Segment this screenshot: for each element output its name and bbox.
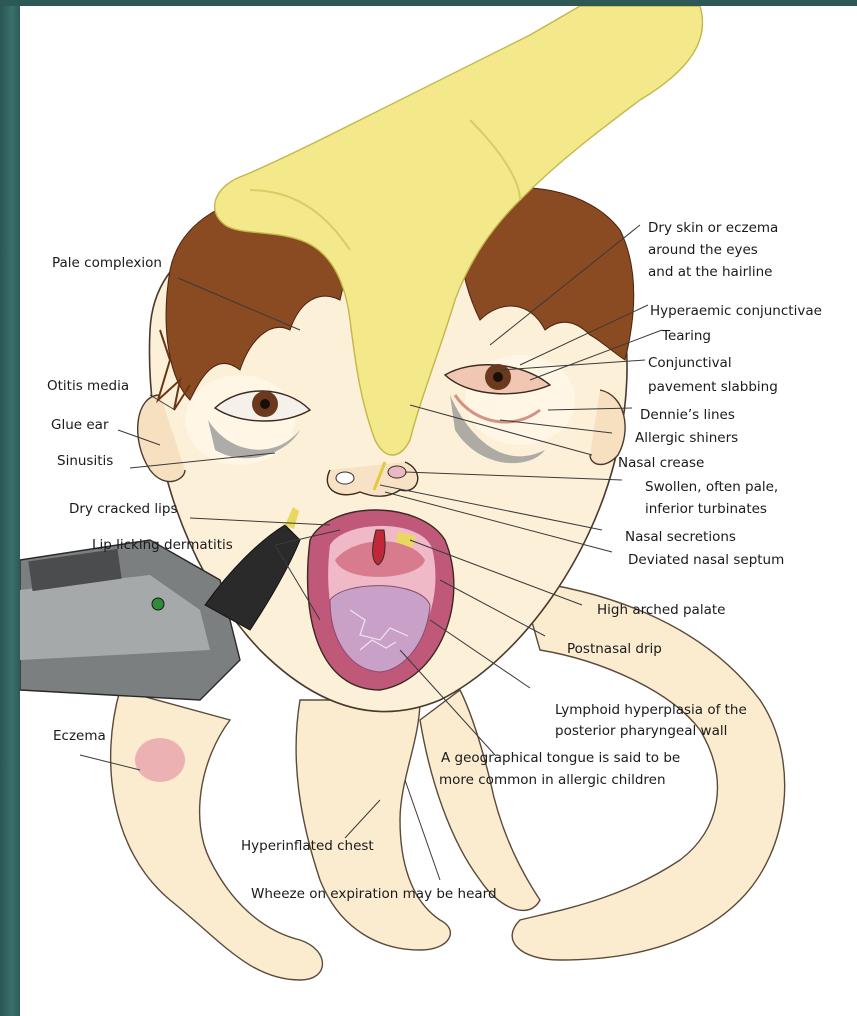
label-tearing: Tearing [662, 325, 711, 347]
label-otitis-media: Otitis media [47, 375, 129, 397]
label-lymphoid-line2: posterior pharyngeal wall [555, 720, 727, 742]
label-nasal-secretions: Nasal secretions [625, 526, 736, 548]
label-lymphoid-line1: Lymphoid hyperplasia of the [555, 699, 747, 721]
label-glue-ear: Glue ear [51, 414, 109, 436]
label-hyperaemic-conjunctivae: Hyperaemic conjunctivae [650, 300, 822, 322]
label-dry-cracked-lips: Dry cracked lips [69, 498, 178, 520]
label-dry-skin-line1: Dry skin or eczema [648, 217, 778, 239]
label-geographical-tongue-line1: A geographical tongue is said to be [441, 747, 680, 769]
label-dennies-lines: Dennie’s lines [640, 404, 735, 426]
label-turbinates-line2: inferior turbinates [645, 498, 767, 520]
label-geographical-tongue-line2: more common in allergic children [439, 769, 666, 791]
label-wheeze: Wheeze on expiration may be heard [251, 883, 497, 905]
label-lip-licking-dermatitis: Lip licking dermatitis [92, 534, 233, 556]
label-hyperinflated-chest: Hyperinflated chest [241, 835, 374, 857]
label-postnasal-drip: Postnasal drip [567, 638, 662, 660]
eczema-patch [135, 738, 185, 782]
label-conjunctival-line2: pavement slabbing [648, 376, 778, 398]
label-dry-skin-line3: and at the hairline [648, 261, 773, 283]
label-sinusitis: Sinusitis [57, 450, 113, 472]
illustration-panel: Pale complexion Otitis media Glue ear Si… [20, 6, 857, 1016]
label-turbinates-line1: Swollen, often pale, [645, 476, 778, 498]
label-eczema: Eczema [53, 725, 106, 747]
label-pale-complexion: Pale complexion [52, 252, 162, 274]
label-nasal-crease: Nasal crease [618, 452, 704, 474]
label-conjunctival-line1: Conjunctival [648, 352, 732, 374]
label-high-arched-palate: High arched palate [597, 599, 725, 621]
label-allergic-shiners: Allergic shiners [635, 427, 738, 449]
label-dry-skin-line2: around the eyes [648, 239, 758, 261]
label-deviated-nasal-septum: Deviated nasal septum [628, 549, 784, 571]
